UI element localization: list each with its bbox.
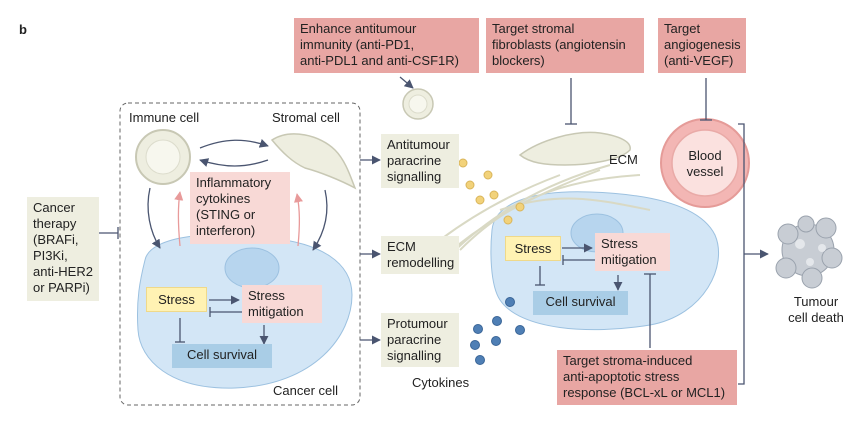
blood-vessel <box>660 118 750 208</box>
arrow-stromal-to-cancer <box>312 189 328 251</box>
cytokines-label: Cytokines <box>412 375 470 390</box>
stromal-cell-label: Stromal cell <box>272 110 340 125</box>
stromal-cell <box>270 133 357 190</box>
tumour-cell-death-label: Tumour cell death <box>788 294 844 325</box>
antitumour-cytokines <box>458 158 525 225</box>
cell-survival-left: Cell survival <box>172 344 272 368</box>
inflammatory-cytokines: Inflammatory cytokines (STING or interfe… <box>190 172 290 244</box>
immune-cell-nucleus <box>145 139 181 175</box>
protumour-cytokines <box>470 297 525 365</box>
target-stromal-fibroblasts: Target stromal fibroblasts (angiotensin … <box>486 18 644 73</box>
ecm-label: ECM <box>609 152 638 167</box>
arrow-immune-to-stromal <box>199 139 269 149</box>
stress-mitigation-right: Stress mitigation <box>595 233 670 271</box>
immune-cell-label: Immune cell <box>129 110 200 125</box>
target-angiogenesis: Target angiogenesis (anti-VEGF) <box>658 18 746 73</box>
arrow-immune-to-cancer <box>147 187 161 249</box>
blood-vessel-label: Blood vessel <box>686 148 724 179</box>
panel-label: b <box>19 22 27 37</box>
tumour-cell-death <box>775 215 843 289</box>
target-antitumour-immunity: Enhance antitumour immunity (anti-PD1, a… <box>294 18 479 73</box>
cancer-cell-label: Cancer cell <box>273 383 339 398</box>
tumour-cell-death-highlights <box>795 239 826 266</box>
stromal-cell-right <box>518 131 631 166</box>
arrow-cancer-to-immune <box>174 191 184 247</box>
stress-right: Stress <box>505 236 561 261</box>
stress-left: Stress <box>146 287 207 312</box>
arrow-stromal-to-immune <box>199 158 269 167</box>
cancer-therapy: Cancer therapy (BRAFi, PI3Ki, anti-HER2 … <box>27 197 99 301</box>
nucleus-left <box>224 247 280 289</box>
target-stroma-response: Target stroma-induced anti-apoptotic str… <box>557 350 737 405</box>
ecm-remodelling: ECM remodelling <box>381 236 459 274</box>
arrow-cancer-to-stromal <box>294 193 303 247</box>
antitumour-signalling: Antitumour paracrine signalling <box>381 134 459 188</box>
arrow-to-immune-top <box>399 76 414 89</box>
cell-survival-right: Cell survival <box>533 291 628 315</box>
stress-mitigation-left: Stress mitigation <box>242 285 322 323</box>
protumour-signalling: Protumour paracrine signalling <box>381 313 459 367</box>
